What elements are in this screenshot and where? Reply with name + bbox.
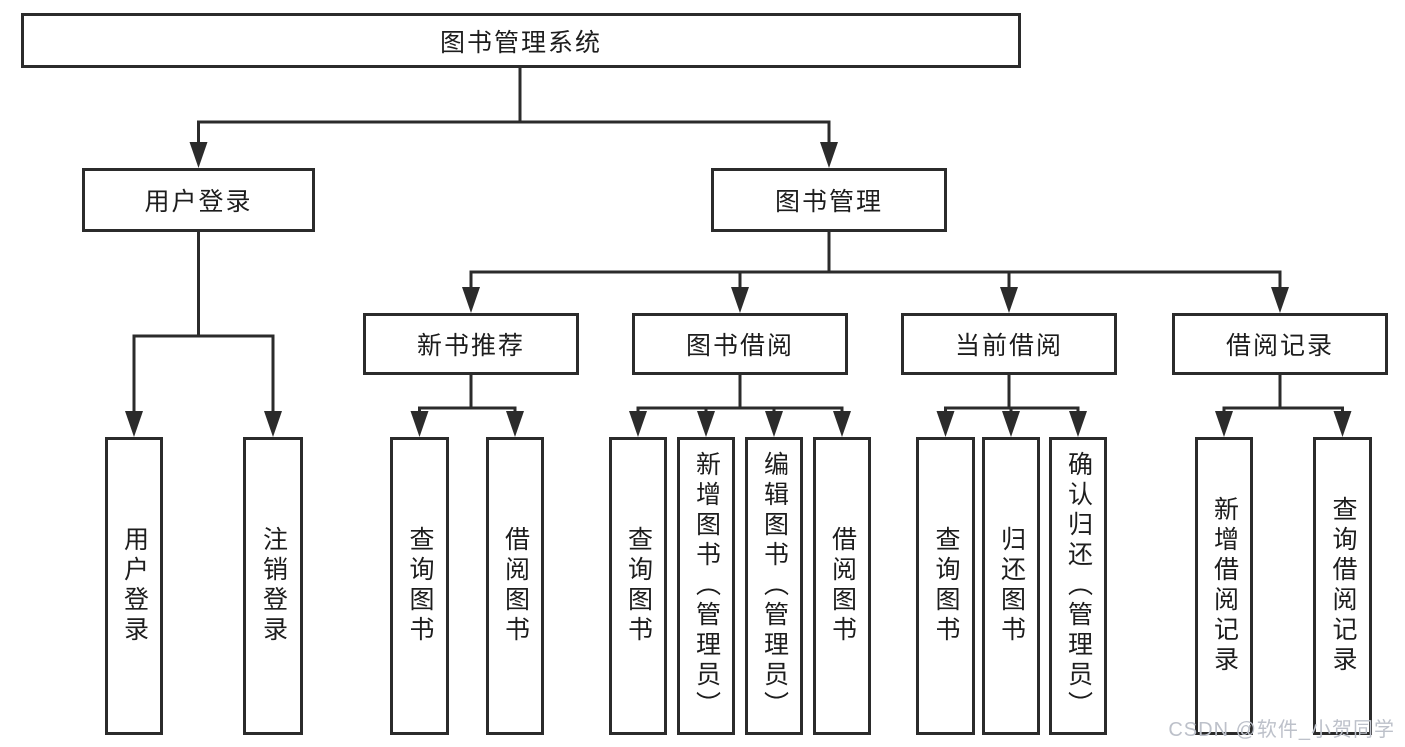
leaf-rec-borrow-books: 借阅图书	[486, 437, 544, 735]
leaf-logout: 注销登录	[243, 437, 303, 735]
arrowhead	[1000, 287, 1018, 313]
connector-root-to-level2	[197, 66, 831, 152]
leaf-bb-query-books: 查询图书	[609, 437, 667, 735]
arrowhead	[697, 411, 715, 437]
node-user-login: 用户登录	[82, 168, 315, 232]
leaf-br-query-record: 查询借阅记录	[1313, 437, 1372, 735]
connector-bookmgmt-to-level3	[469, 230, 1282, 293]
arrowhead	[1333, 411, 1352, 437]
node-new-book-recommendation: 新书推荐	[363, 313, 579, 375]
connector-currentborrow-subtree	[944, 373, 1080, 418]
arrowhead	[1215, 411, 1233, 437]
node-root: 图书管理系统	[21, 13, 1021, 68]
arrowhead	[1271, 287, 1289, 313]
arrowhead	[833, 411, 851, 437]
node-book-management: 图书管理	[711, 168, 947, 232]
node-borrowing-records: 借阅记录	[1172, 313, 1388, 375]
leaf-br-add-record: 新增借阅记录	[1195, 437, 1253, 735]
node-book-borrowing: 图书借阅	[632, 313, 848, 375]
leaf-bb-add-books-admin: 新增图书（管理员）	[677, 437, 735, 735]
leaf-bb-edit-books-admin: 编辑图书（管理员）	[745, 437, 803, 735]
leaf-bb-borrow-books: 借阅图书	[813, 437, 871, 735]
watermark: CSDN @软件_小贺同学	[1168, 719, 1395, 741]
arrowhead	[820, 142, 838, 168]
arrowhead	[629, 411, 647, 437]
leaf-cb-return-books: 归还图书	[982, 437, 1040, 735]
leaf-cb-confirm-return-admin: 确认归还（管理员）	[1049, 437, 1107, 735]
connector-bookborrow-subtree	[636, 373, 844, 418]
arrowhead	[765, 411, 783, 437]
arrowhead	[1002, 411, 1020, 437]
arrowhead	[410, 411, 429, 437]
arrowhead	[264, 411, 282, 437]
arrowhead	[731, 287, 749, 313]
node-current-borrowing: 当前借阅	[901, 313, 1117, 375]
arrowhead	[462, 287, 480, 313]
arrowhead	[189, 142, 208, 168]
arrowhead	[125, 411, 143, 437]
connector-userlogin-subtree	[132, 230, 275, 418]
connector-records-subtree	[1222, 373, 1344, 418]
leaf-rec-query-books: 查询图书	[390, 437, 449, 735]
leaf-cb-query-books: 查询图书	[916, 437, 975, 735]
arrowhead	[1069, 411, 1087, 437]
arrowhead	[506, 411, 524, 437]
leaf-user-login: 用户登录	[105, 437, 163, 735]
arrowhead	[936, 411, 955, 437]
connector-newrec-subtree	[418, 373, 517, 418]
